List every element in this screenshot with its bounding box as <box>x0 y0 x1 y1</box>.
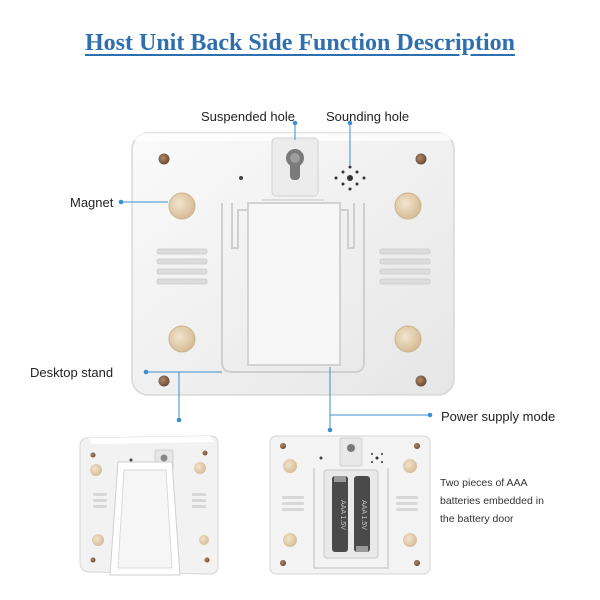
battery-label: AAA 1.5V <box>360 500 367 530</box>
screw <box>415 153 427 165</box>
battery-note-line: the battery door <box>440 513 514 525</box>
device-angled-view <box>79 435 219 576</box>
magnet <box>394 325 422 353</box>
screw <box>415 375 427 387</box>
label-sounding-hole: Sounding hole <box>326 109 410 124</box>
screw <box>158 153 170 165</box>
label-magnet: Magnet <box>70 195 114 210</box>
battery-note-line: batteries embedded in <box>440 495 544 507</box>
device-battery-view: AAA 1.5V AAA 1.5V <box>269 435 431 575</box>
screw <box>158 375 170 387</box>
leader-lines <box>118 120 433 433</box>
vent-left <box>156 248 208 285</box>
label-power-supply-mode: Power supply mode <box>441 409 556 424</box>
magnet <box>168 192 196 220</box>
vent-right <box>379 248 431 285</box>
magnet <box>394 192 422 220</box>
desktop-stand <box>221 199 365 373</box>
battery-note: Two pieces of AAA batteries embedded in … <box>440 474 590 528</box>
battery <box>354 476 370 552</box>
label-suspended-hole: Suspended hole <box>201 109 295 124</box>
sounding-hole <box>334 165 366 191</box>
magnet <box>168 325 196 353</box>
battery-label: AAA 1.5V <box>339 500 346 530</box>
page-title: Host Unit Back Side Function Description <box>84 30 516 56</box>
label-desktop-stand: Desktop stand <box>30 365 114 380</box>
main-device-back <box>131 132 455 396</box>
battery-note-line: Two pieces of AAA <box>440 477 528 489</box>
battery <box>332 476 348 552</box>
